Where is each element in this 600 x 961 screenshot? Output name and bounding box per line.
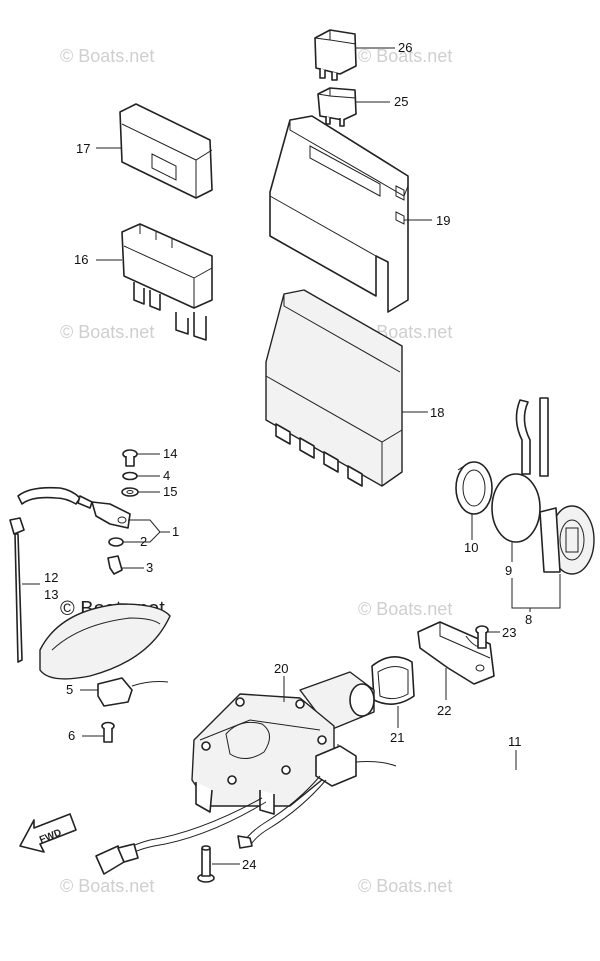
part-label-13: 13	[44, 587, 58, 602]
part-label-10: 10	[464, 540, 478, 555]
part-5-sensor[interactable]	[97, 677, 169, 707]
part-label-12: 12	[44, 570, 58, 585]
part-10-grommet[interactable]	[455, 461, 493, 515]
cable-cover	[39, 603, 171, 680]
part-label-11: 11	[508, 734, 522, 749]
hose	[515, 399, 531, 475]
watermark: © Boats.net	[60, 46, 154, 66]
part-label-26: 26	[398, 40, 412, 55]
part-25-relay[interactable]	[317, 87, 357, 127]
part-16-relay-box[interactable]	[121, 223, 213, 341]
forward-arrow-icon: FWD	[19, 813, 77, 853]
part-label-22: 22	[437, 703, 451, 718]
part-21-rubber-mount[interactable]	[371, 656, 415, 705]
part-label-18: 18	[430, 405, 444, 420]
part-label-21: 21	[390, 730, 404, 745]
part-label-17: 17	[76, 141, 90, 156]
part-22-bracket[interactable]	[417, 621, 495, 685]
part-24-bolt[interactable]	[197, 845, 215, 883]
part-label-15: 15	[163, 484, 177, 499]
part-12-13-cable-tie[interactable]	[9, 517, 25, 663]
part-label-4: 4	[163, 468, 170, 483]
part-label-23: 23	[502, 625, 516, 640]
part-label-24: 24	[242, 857, 256, 872]
motor-cable	[95, 797, 267, 875]
part-label-8: 8	[525, 612, 532, 627]
part-11-harness[interactable]	[237, 745, 397, 849]
part-label-19: 19	[436, 213, 450, 228]
watermark: © Boats.net	[358, 599, 452, 619]
part-label-9: 9	[505, 563, 512, 578]
part-label-5: 5	[66, 682, 73, 697]
part-label-16: 16	[74, 252, 88, 267]
part-6-bolt[interactable]	[101, 721, 115, 743]
part-label-14: 14	[163, 446, 177, 461]
watermark: © Boats.net	[60, 876, 154, 896]
part-17-cover[interactable]	[119, 103, 213, 199]
part-4-washer[interactable]	[122, 471, 138, 481]
watermark: © Boats.net	[60, 322, 154, 342]
part-20-motor[interactable]	[191, 671, 375, 815]
part-1-sensor[interactable]	[17, 486, 131, 529]
part-label-20: 20	[274, 661, 288, 676]
leader-bracket	[511, 574, 561, 609]
hose	[539, 397, 549, 477]
watermark: © Boats.net	[358, 46, 452, 66]
part-2-o-ring[interactable]	[108, 537, 124, 547]
part-label-25: 25	[394, 94, 408, 109]
part-3-clip[interactable]	[107, 555, 123, 575]
part-26-relay[interactable]	[314, 29, 357, 81]
part-15-washer[interactable]	[121, 487, 139, 497]
part-18-ecu[interactable]	[265, 289, 403, 487]
part-9-o-ring[interactable]	[491, 473, 541, 543]
part-label-1: 1	[172, 524, 179, 539]
watermark: © Boats.net	[358, 876, 452, 896]
part-label-2: 2	[140, 534, 147, 549]
part-23-bolt[interactable]	[475, 625, 489, 649]
part-19-ecu-bracket[interactable]	[269, 115, 409, 313]
part-14-bolt[interactable]	[122, 449, 138, 467]
part-label-3: 3	[146, 560, 153, 575]
part-8-drain-assembly[interactable]	[539, 505, 595, 575]
part-label-6: 6	[68, 728, 75, 743]
